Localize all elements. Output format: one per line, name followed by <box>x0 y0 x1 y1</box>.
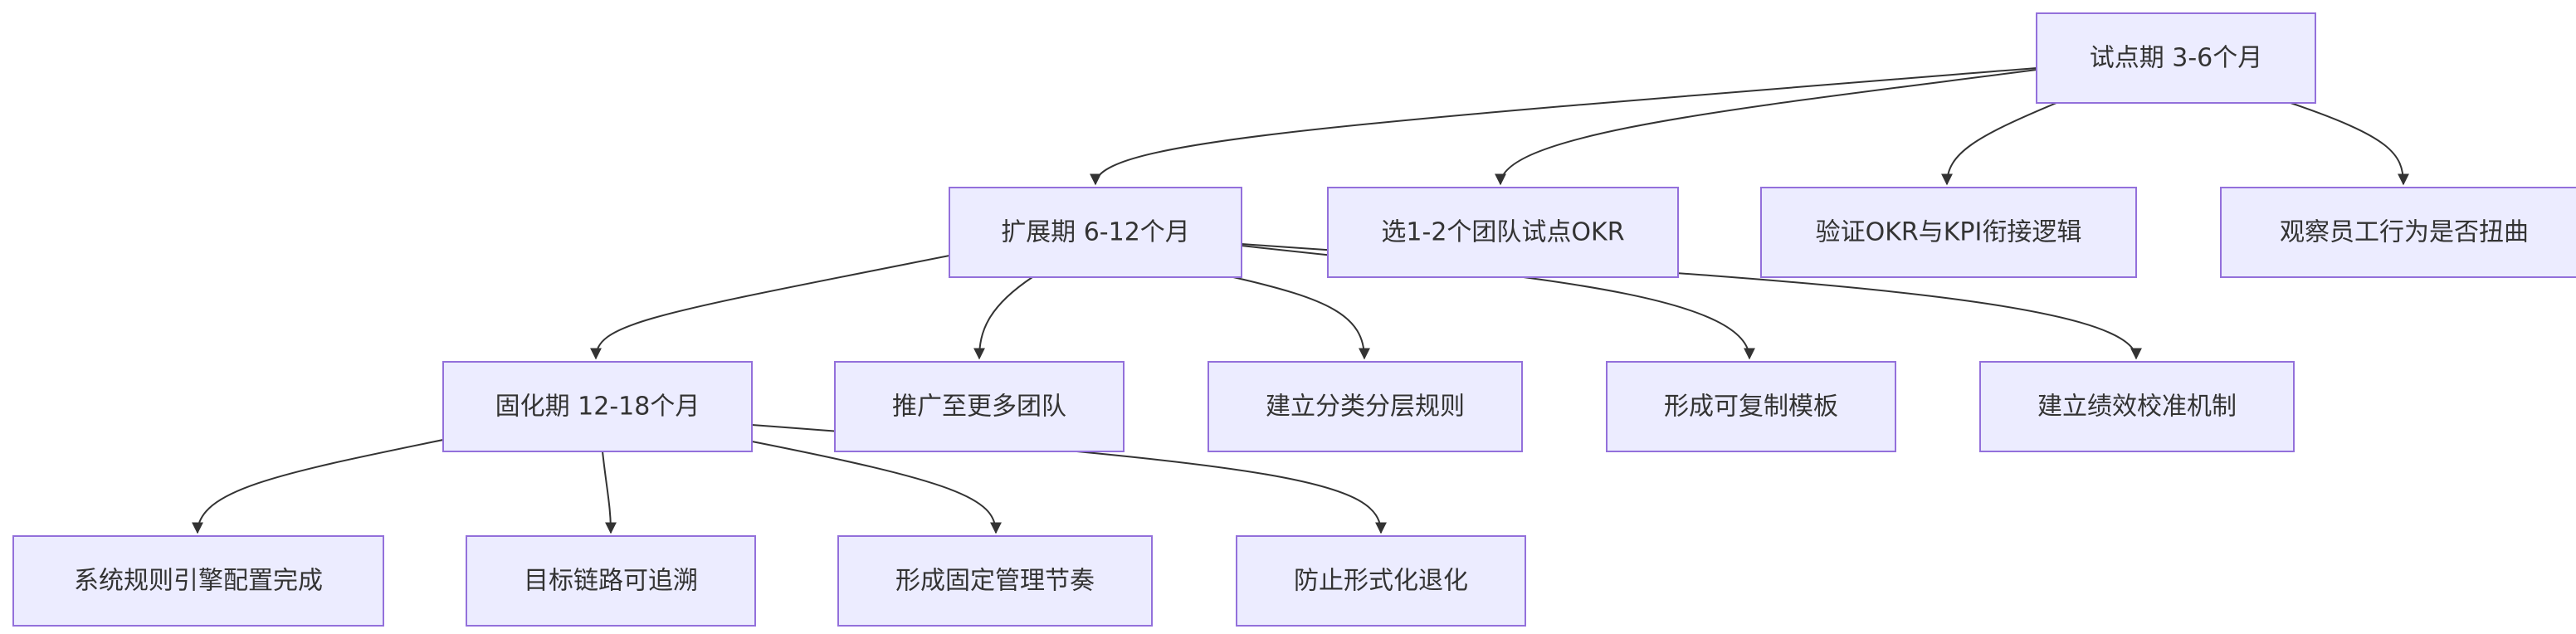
node-traceable: 目标链路可追溯 <box>466 535 756 627</box>
node-verify-logic: 验证OKR与KPI衔接逻辑 <box>1760 187 2137 278</box>
node-label: 形成固定管理节奏 <box>895 567 1095 596</box>
node-tier-rules: 建立分类分层规则 <box>1208 361 1523 452</box>
edge-trial-to-pilot-teams <box>1495 69 2037 186</box>
node-template: 形成可复制模板 <box>1606 361 1896 452</box>
node-box <box>1979 361 2295 452</box>
edge-expand-to-solidify <box>590 255 950 360</box>
edge-expand-to-promote <box>973 276 1033 360</box>
node-box <box>1208 361 1523 452</box>
edge-solidify-to-rhythm <box>743 439 1002 534</box>
node-box <box>1606 361 1896 452</box>
node-box <box>949 187 1242 278</box>
edge-solidify-to-rule-engine <box>192 439 444 534</box>
edge-trial-to-expand <box>1090 67 2037 186</box>
edge-layer <box>192 67 2409 534</box>
node-label: 扩展期 6-12个月 <box>1001 218 1190 247</box>
node-box <box>837 535 1153 627</box>
node-calibration: 建立绩效校准机制 <box>1979 361 2295 452</box>
node-expand: 扩展期 6-12个月 <box>949 187 1242 278</box>
edge-solidify-to-traceable <box>602 451 617 534</box>
node-rhythm: 形成固定管理节奏 <box>837 535 1153 627</box>
node-box <box>1236 535 1526 627</box>
node-label: 推广至更多团队 <box>892 393 1066 422</box>
node-label: 观察员工行为是否扭曲 <box>2280 218 2529 247</box>
node-observe: 观察员工行为是否扭曲 <box>2220 187 2576 278</box>
node-promote: 推广至更多团队 <box>834 361 1125 452</box>
node-box <box>1327 187 1679 278</box>
node-label: 目标链路可追溯 <box>524 567 698 596</box>
node-label: 建立绩效校准机制 <box>2037 393 2237 422</box>
node-pilot-teams: 选1-2个团队试点OKR <box>1327 187 1679 278</box>
node-box <box>2220 187 2576 278</box>
edge-trial-to-observe <box>2290 102 2409 186</box>
node-label: 防止形式化退化 <box>1294 567 1468 596</box>
node-prevent: 防止形式化退化 <box>1236 535 1526 627</box>
node-label: 固化期 12-18个月 <box>495 393 700 422</box>
node-box <box>1760 187 2137 278</box>
node-label: 系统规则引擎配置完成 <box>74 567 323 596</box>
node-solidify: 固化期 12-18个月 <box>442 361 753 452</box>
node-label: 选1-2个团队试点OKR <box>1381 218 1624 247</box>
node-box <box>442 361 753 452</box>
node-box <box>2036 12 2316 104</box>
edge-expand-to-tier-rules <box>1232 276 1370 360</box>
node-label: 试点期 3-6个月 <box>2090 44 2263 73</box>
node-box <box>466 535 756 627</box>
node-rule-engine: 系统规则引擎配置完成 <box>12 535 384 627</box>
node-label: 建立分类分层规则 <box>1266 393 1465 422</box>
edge-trial-to-verify-logic <box>1941 102 2057 186</box>
node-box <box>834 361 1125 452</box>
node-trial: 试点期 3-6个月 <box>2036 12 2316 104</box>
node-label: 验证OKR与KPI衔接逻辑 <box>1816 218 2082 247</box>
node-label: 形成可复制模板 <box>1664 393 1838 422</box>
node-box <box>12 535 384 627</box>
